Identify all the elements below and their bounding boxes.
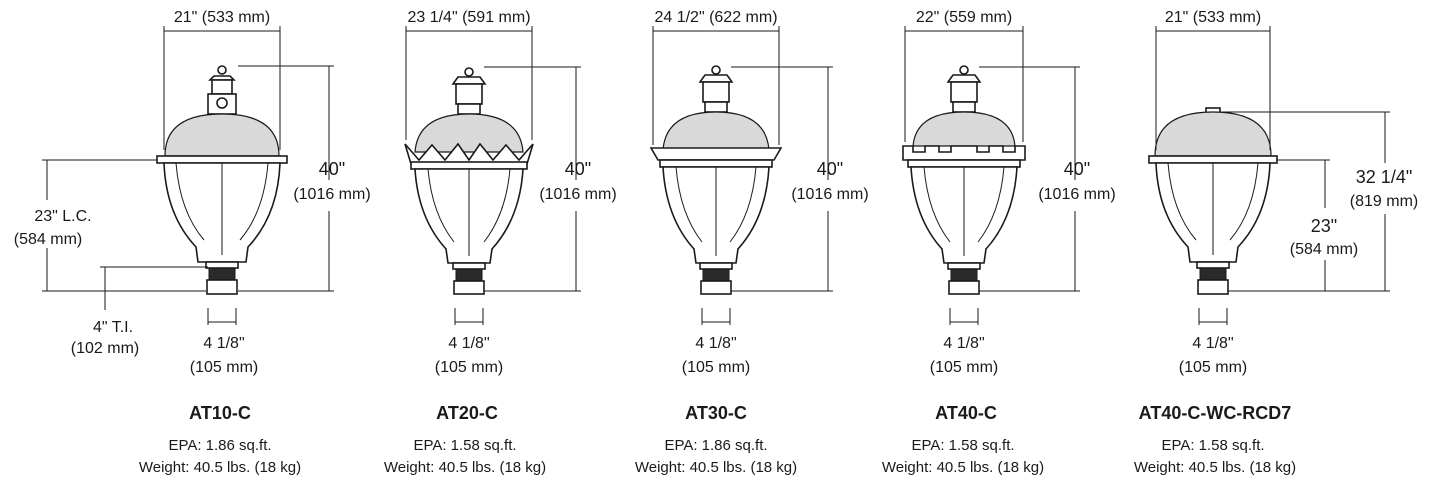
light-center-label-metric: (584 mm): [1290, 241, 1358, 258]
product-at40-c-wc-rcd7: 21" (533 mm) 32 1/4" (819 mm) 23" (584 m…: [1134, 9, 1418, 476]
product-weight: Weight: 40.5 lbs. (18 kg): [1134, 459, 1296, 476]
height-label: 40": [319, 159, 345, 179]
fitter-label-metric: (105 mm): [930, 359, 998, 376]
light-center-label-metric: (584 mm): [14, 231, 82, 248]
fitter-label: 4 1/8": [203, 335, 244, 352]
lamp-drawing-at20-c: [404, 67, 534, 295]
product-at40-c: 22" (559 mm) 40" (1016 mm) 4 1/8" (105 m…: [882, 9, 1116, 476]
product-at30-c: 24 1/2" (622 mm) 40" (1016 mm) 4 1/8" (1…: [635, 9, 869, 476]
product-name: AT40-C: [935, 403, 997, 423]
fitter-label: 4 1/8": [448, 335, 489, 352]
product-epa: EPA: 1.86 sq.ft.: [664, 437, 767, 454]
product-epa: EPA: 1.86 sq.ft.: [168, 437, 271, 454]
height-label-metric: (1016 mm): [293, 186, 370, 203]
fitter-label: 4 1/8": [695, 335, 736, 352]
height-label-metric: (819 mm): [1350, 193, 1418, 210]
light-center-label: 23": [1311, 216, 1337, 236]
lamp-drawing-at10-c: [156, 65, 288, 295]
product-name: AT10-C: [189, 403, 251, 423]
width-label: 21" (533 mm): [174, 9, 270, 26]
fitter-label-metric: (105 mm): [682, 359, 750, 376]
light-center-label: 23" L.C.: [34, 208, 91, 225]
product-at10-c: 21" (533 mm) 40" (1016 mm) 23" L.C. (584…: [14, 9, 371, 476]
height-label: 40": [565, 159, 591, 179]
lamp-drawing-at40-c: [902, 65, 1026, 295]
height-label-metric: (1016 mm): [1038, 186, 1115, 203]
tenon-insertion-label: 4" T.I.: [93, 319, 133, 336]
fitter-label-metric: (105 mm): [190, 359, 258, 376]
height-label-metric: (1016 mm): [539, 186, 616, 203]
width-label: 24 1/2" (622 mm): [654, 9, 777, 26]
width-label: 21" (533 mm): [1165, 9, 1261, 26]
lamp-drawing-at40-c-wc-rcd7: [1148, 107, 1278, 295]
fitter-label-metric: (105 mm): [1179, 359, 1247, 376]
product-epa: EPA: 1.58 sq.ft.: [911, 437, 1014, 454]
product-name: AT20-C: [436, 403, 498, 423]
width-label: 23 1/4" (591 mm): [407, 9, 530, 26]
product-at20-c: 23 1/4" (591 mm) 40" (1016 mm) 4 1/8" (1…: [384, 9, 617, 476]
lamp-drawing-at30-c: [649, 65, 783, 295]
product-weight: Weight: 40.5 lbs. (18 kg): [139, 459, 301, 476]
product-name: AT40-C-WC-RCD7: [1139, 403, 1292, 423]
tenon-insertion-label-metric: (102 mm): [71, 340, 139, 357]
fitter-label: 4 1/8": [1192, 335, 1233, 352]
product-weight: Weight: 40.5 lbs. (18 kg): [882, 459, 1044, 476]
product-weight: Weight: 40.5 lbs. (18 kg): [635, 459, 797, 476]
product-weight: Weight: 40.5 lbs. (18 kg): [384, 459, 546, 476]
height-label-metric: (1016 mm): [791, 186, 868, 203]
product-epa: EPA: 1.58 sq.ft.: [413, 437, 516, 454]
height-label: 40": [1064, 159, 1090, 179]
product-name: AT30-C: [685, 403, 747, 423]
product-epa: EPA: 1.58 sq.ft.: [1161, 437, 1264, 454]
height-label: 32 1/4": [1356, 167, 1412, 187]
fitter-label: 4 1/8": [943, 335, 984, 352]
height-label: 40": [817, 159, 843, 179]
width-label: 22" (559 mm): [916, 9, 1012, 26]
fitter-label-metric: (105 mm): [435, 359, 503, 376]
